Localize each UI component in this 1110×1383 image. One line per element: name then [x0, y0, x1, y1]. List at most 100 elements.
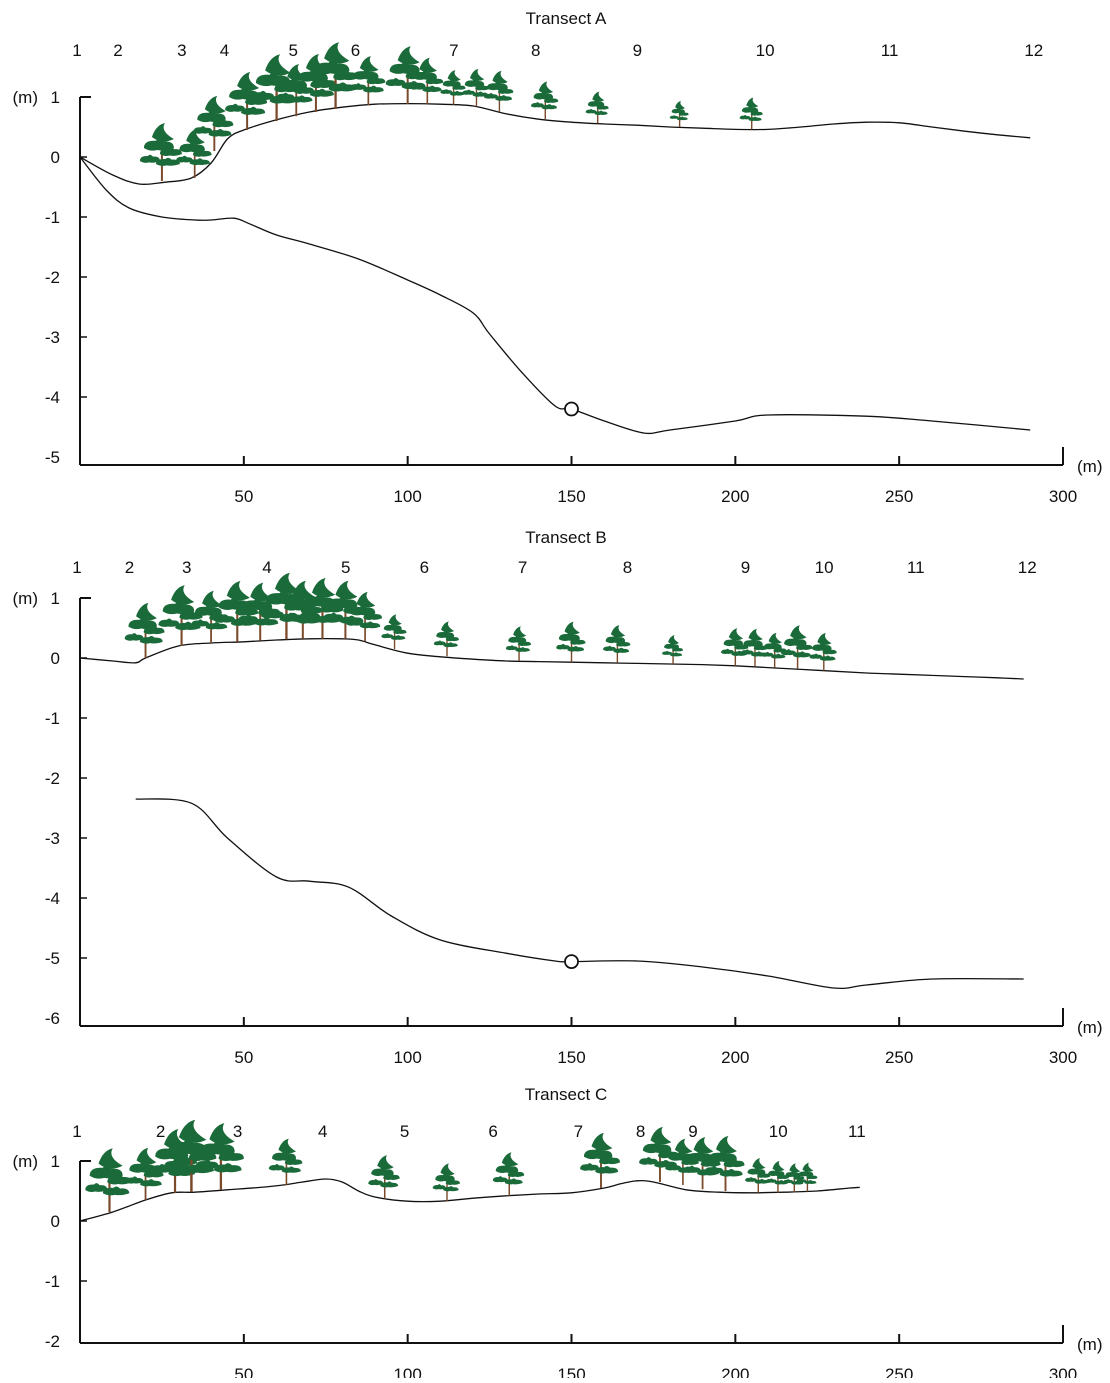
station-label: 6: [351, 41, 360, 60]
tree-foliage: [447, 70, 461, 82]
tree-foliage: [599, 1155, 620, 1165]
y-tick-label: 1: [51, 589, 60, 608]
sampling-point-marker: [564, 954, 579, 969]
tree-foliage: [303, 594, 336, 607]
tree-foliage: [422, 85, 442, 93]
tree-foliage: [580, 1163, 600, 1171]
tree-icon: [124, 602, 165, 658]
tree-icon: [280, 580, 323, 639]
tree-foliage: [299, 611, 321, 620]
tree-foliage: [492, 70, 508, 84]
tree-icon: [299, 577, 344, 639]
sampling-point-marker: [564, 401, 579, 417]
tree-foliage: [765, 1178, 777, 1183]
tree-foliage: [250, 582, 273, 602]
tree-foliage: [363, 612, 383, 620]
tree-foliage: [495, 95, 513, 101]
tree-foliage: [723, 1158, 745, 1168]
tree-foliage: [672, 647, 684, 652]
x-tick-label: 250: [885, 1365, 913, 1378]
tree-icon: [214, 580, 259, 642]
tree-foliage: [501, 1152, 519, 1167]
tree-foliage: [793, 651, 812, 658]
tree-icon: [739, 97, 763, 130]
tree-foliage: [189, 158, 210, 166]
tree-foliage: [366, 76, 386, 85]
tree-foliage: [616, 640, 631, 647]
x-tick-label: 200: [721, 487, 749, 506]
tree-foliage: [193, 126, 213, 134]
tree-foliage: [175, 155, 193, 163]
tree-foliage: [498, 87, 514, 94]
tree-foliage: [564, 621, 580, 635]
station-label: 4: [318, 1122, 327, 1141]
tree-icon: [349, 56, 386, 106]
tree-foliage: [567, 645, 585, 652]
tree-icon: [662, 635, 684, 664]
tree-foliage: [242, 598, 273, 611]
y-tick-label: -3: [45, 328, 60, 347]
tree-foliage: [686, 1151, 714, 1162]
tree-foliage: [433, 640, 446, 646]
tree-foliage: [292, 580, 315, 600]
x-tick-label: 300: [1049, 1365, 1077, 1378]
tree-foliage: [750, 110, 763, 116]
station-label: 7: [574, 1122, 583, 1141]
station-label: 10: [769, 1122, 788, 1141]
station-label: 8: [623, 558, 632, 577]
tree-foliage: [747, 1167, 766, 1175]
x-axis-unit: (m): [1077, 1018, 1102, 1037]
panel-title: Transect C: [525, 1085, 608, 1104]
tree-foliage: [716, 1135, 737, 1154]
tree-foliage: [693, 1137, 714, 1154]
tree-icon: [346, 591, 383, 642]
tree-foliage: [442, 79, 461, 87]
tree-foliage: [213, 1163, 242, 1173]
tree-foliage: [587, 100, 605, 107]
tree-icon: [381, 614, 407, 649]
tree-foliage: [445, 635, 459, 642]
tree-foliage: [556, 643, 571, 650]
tree-icon: [150, 1129, 198, 1193]
station-label: 9: [741, 558, 750, 577]
station-label: 2: [125, 558, 134, 577]
tree-foliage: [817, 632, 832, 645]
tree-foliage: [642, 1142, 672, 1154]
tree-foliage: [393, 628, 407, 634]
tree-foliage: [809, 653, 823, 659]
tree-foliage: [205, 622, 228, 630]
y-axis-unit: (m): [13, 88, 38, 107]
tree-foliage: [278, 1138, 297, 1154]
tree-icon: [238, 582, 281, 641]
tree-foliage: [819, 655, 836, 661]
tree-foliage: [772, 1160, 785, 1172]
tree-foliage: [276, 92, 295, 100]
tree-foliage: [682, 1165, 701, 1173]
tree-foliage: [605, 635, 626, 644]
tree-foliage: [377, 1155, 394, 1170]
tree-foliage: [208, 128, 232, 137]
tree-foliage: [300, 605, 323, 614]
tree-foliage: [495, 1164, 519, 1174]
tree-foliage: [704, 1166, 724, 1174]
y-tick-label: -1: [45, 709, 60, 728]
tree-icon: [639, 1126, 679, 1182]
tree-foliage: [310, 78, 334, 89]
tree-foliage: [412, 70, 437, 80]
tree-foliage: [151, 123, 174, 142]
tree-foliage: [328, 82, 357, 92]
tree-foliage: [469, 68, 485, 81]
tree-foliage: [752, 1158, 766, 1170]
tree-foliage: [209, 1123, 235, 1145]
tree-foliage: [368, 1179, 384, 1186]
tree-foliage: [436, 630, 455, 638]
tree-icon: [721, 628, 749, 666]
tree-foliage: [194, 605, 222, 616]
tree-foliage: [484, 93, 499, 99]
tree-foliage: [314, 60, 350, 75]
tree-foliage: [383, 623, 402, 631]
tree-icon: [310, 42, 359, 109]
surface-profile-line: [79, 1178, 860, 1222]
tree-foliage: [440, 89, 453, 94]
